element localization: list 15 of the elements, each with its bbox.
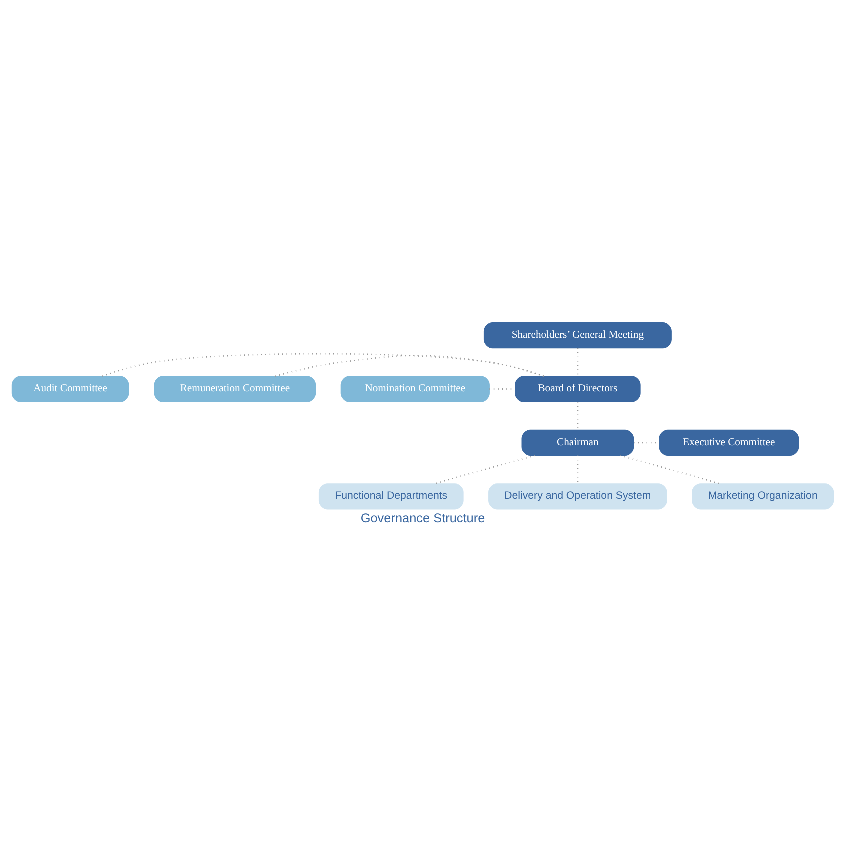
node-box: Marketing Organization	[692, 484, 834, 510]
node-box: Remuneration Committee	[154, 376, 316, 402]
diagram-title: Governance Structure	[360, 510, 486, 526]
node-box: Delivery and Operation System	[488, 484, 668, 510]
connector	[102, 353, 544, 378]
node-box: Functional Departments	[318, 484, 464, 510]
node-box: Chairman	[522, 430, 634, 456]
node-box: Executive Committee	[659, 430, 800, 456]
node-box: Shareholders’ General Meeting	[484, 322, 672, 349]
connector	[620, 455, 720, 485]
node-box: Nomination Committee	[340, 376, 490, 402]
connector	[434, 455, 536, 485]
node-box: Board of Directors	[515, 376, 641, 402]
connector	[275, 355, 544, 378]
node-box: Audit Committee	[12, 376, 130, 402]
